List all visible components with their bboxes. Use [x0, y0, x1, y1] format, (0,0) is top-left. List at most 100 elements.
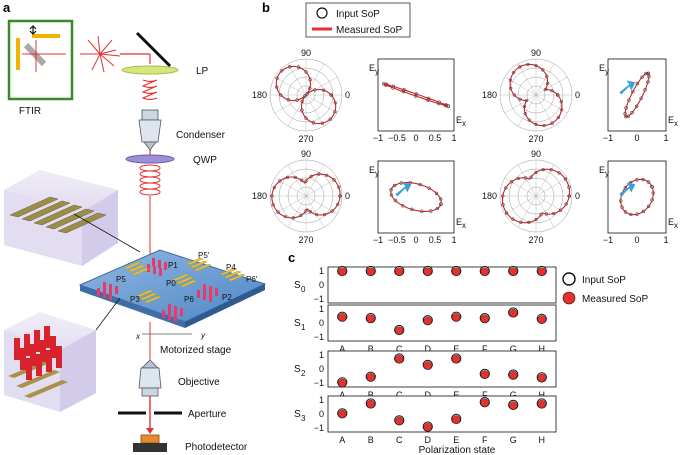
polar-input-point: [299, 213, 303, 218]
legend-b-measured: Measured SoP: [336, 25, 402, 36]
stokes-ytick-label: −1: [314, 423, 324, 433]
ellipse-input-point: [630, 110, 634, 115]
polar-tick-label: 90: [531, 48, 541, 58]
legend-b: Input SoP Measured SoP: [305, 2, 411, 38]
stokes-row-label: S: [294, 318, 301, 329]
stokes-category-label: H: [539, 435, 546, 445]
polar-tick-label: 90: [301, 149, 311, 159]
stokes-measured-point: [395, 326, 404, 335]
ellipse-input-point: [640, 75, 644, 80]
ex-axis-subscript: x: [462, 119, 466, 128]
polar-tick-label: 0: [575, 191, 580, 201]
ellipse-tick-label: −0.5: [388, 235, 406, 245]
ellipse-input-point: [639, 96, 643, 101]
polar-tick-label: 180: [252, 90, 267, 100]
panel-b-letter: b: [262, 0, 270, 15]
photodetector: Photodetector: [133, 434, 248, 453]
polar-input-point: [541, 68, 545, 72]
stokes-category-label: C: [396, 390, 403, 400]
polar-input-point: [304, 179, 308, 183]
stokes-row-frame: [327, 266, 557, 304]
ey-axis-subscript: y: [375, 67, 379, 76]
ellipse-input-point: [631, 89, 635, 94]
pointer-line: [95, 297, 121, 331]
ey-axis-label: E: [599, 63, 605, 73]
sample-label: P6: [184, 295, 194, 304]
polar-grid-spoke: [287, 195, 307, 228]
polar-input-point: [564, 202, 568, 206]
ellipse-measured-curve: [390, 182, 442, 212]
polar-input-point: [512, 93, 516, 97]
quarter-wave-plate: QWP: [125, 154, 217, 166]
polar-input-point: [539, 213, 543, 217]
ex-axis-label: E: [456, 115, 462, 125]
ellipse-tick-label: 1: [663, 133, 668, 143]
ellipse-tick-label: −1: [373, 133, 383, 143]
polar-grid-spoke: [274, 76, 307, 96]
objective-label: Objective: [178, 377, 220, 388]
stokes-measured-point: [509, 267, 518, 276]
stokes-ytick-label: −1: [314, 332, 324, 342]
polar-grid-spoke: [305, 76, 338, 96]
ex-axis-label: E: [668, 115, 674, 125]
polar-input-point: [534, 217, 538, 222]
ellipse-plot-frame: [377, 58, 455, 132]
ellipse-tick-label: 0.5: [429, 133, 442, 143]
ellipse-tick-label: −0.5: [388, 133, 406, 143]
polar-input-point: [304, 116, 308, 120]
stokes-row-label: S: [294, 409, 301, 420]
ex-axis-subscript: x: [674, 119, 678, 128]
ellipse-tick-label: 1: [451, 133, 456, 143]
ellipse-tick-label: 1: [663, 235, 668, 245]
ellipse-tick-label: −1: [603, 235, 613, 245]
stokes-measured-point: [395, 416, 404, 426]
polar-input-point: [272, 185, 276, 190]
polar-input-point: [509, 180, 514, 184]
ellipse-input-point: [643, 71, 648, 76]
ellipse-tick-label: 1: [451, 235, 456, 245]
ellipse-plot-frame: [607, 58, 667, 132]
sample-label: P5′: [198, 251, 210, 260]
ellipse-tick-label: −1: [603, 133, 613, 143]
polar-input-point: [309, 174, 313, 179]
sample-label: P4: [226, 263, 236, 272]
rotation-arrow-icon: [619, 80, 636, 95]
polar-grid-spoke: [504, 76, 537, 96]
polar-grid-spoke: [535, 76, 568, 96]
beam-coil-2: [139, 164, 161, 196]
polar-input-point: [557, 171, 561, 175]
polar-input-point: [303, 94, 307, 98]
stokes-category-label: E: [453, 390, 459, 400]
aperture-label: Aperture: [188, 409, 227, 420]
ellipse-input-point: [427, 186, 432, 191]
ellipse-input-point: [646, 180, 651, 184]
stokes-category-label: F: [482, 344, 488, 354]
stokes-chart: 10−1S0ABCDEFGH10−1S1ABCDEFGH10−1S2ABCDEF…: [294, 265, 557, 445]
stokes-measured-point: [509, 371, 518, 380]
ellipse-measured-curve: [382, 83, 449, 107]
stokes-ytick-label: 0: [319, 280, 324, 290]
stokes-ytick-label: 1: [319, 304, 324, 314]
polar-grid-spoke: [504, 177, 537, 197]
stokes-ytick-label: −1: [314, 294, 324, 304]
polar-input-point: [527, 118, 531, 122]
light-source: [80, 35, 151, 73]
stokes-measured-point: [366, 314, 375, 323]
polar-tick-label: 180: [482, 90, 497, 100]
stokes-measured-point: [338, 409, 347, 419]
stokes-measured-point: [395, 354, 404, 364]
stokes-ytick-label: −1: [314, 378, 324, 388]
ey-axis-label: E: [369, 165, 375, 175]
panel-a-letter: a: [3, 0, 11, 15]
axis-y-label: y: [200, 331, 206, 340]
rotation-arrow-icon: [395, 182, 412, 197]
stokes-category-label: B: [368, 435, 374, 445]
polar-tick-label: 270: [528, 235, 543, 245]
polar-grid-spoke: [535, 94, 555, 127]
polar-input-point: [511, 217, 515, 221]
